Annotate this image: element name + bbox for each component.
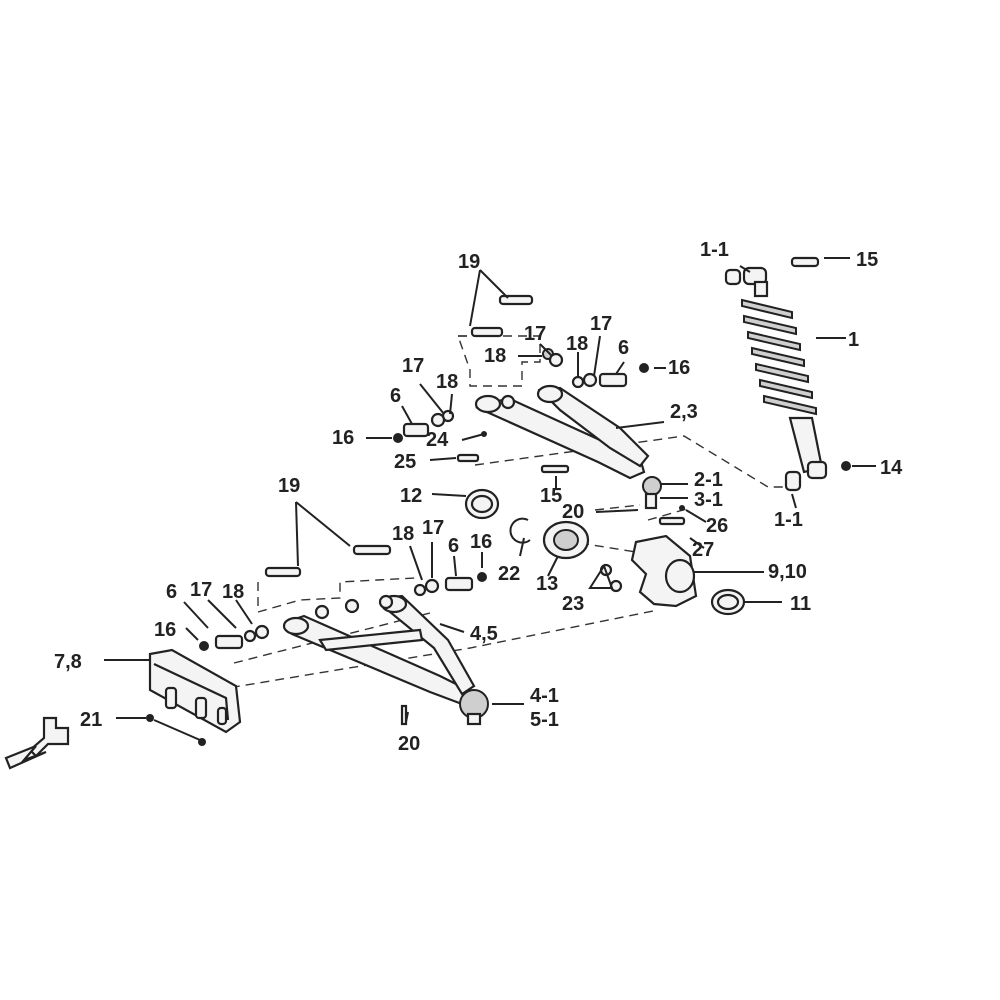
label-7-8: 7,8: [54, 651, 82, 673]
label-4-1: 4-1: [530, 685, 559, 707]
label-16-lower-r: 16: [470, 531, 492, 553]
label-23: 23: [562, 593, 584, 615]
label-21: 21: [80, 709, 102, 731]
steering-knuckle: [464, 488, 746, 616]
label-16-lower-l: 16: [154, 619, 176, 641]
label-17-lower-l: 17: [190, 579, 212, 601]
label-1: 1: [848, 329, 859, 351]
upper-a-arm: [474, 384, 662, 510]
label-1-1-top: 1-1: [700, 239, 729, 261]
label-17-upper-r: 17: [524, 323, 546, 345]
label-1-1-bottom: 1-1: [774, 509, 803, 531]
label-18-upper-l: 18: [436, 371, 458, 393]
label-27: 27: [692, 539, 714, 561]
label-19-top: 19: [458, 251, 480, 273]
label-22: 22: [498, 563, 520, 585]
label-11: 11: [790, 593, 811, 615]
label-3-1: 3-1: [694, 489, 723, 511]
label-17-lower-r: 17: [422, 517, 444, 539]
label-4-5: 4,5: [470, 623, 498, 645]
label-18-lower-l: 18: [222, 581, 244, 603]
label-18-lower-r: 18: [392, 523, 414, 545]
leader-lines: [104, 257, 876, 723]
label-6-lower-r: 6: [448, 535, 459, 557]
label-9-10: 9,10: [768, 561, 807, 583]
shock-absorber: [724, 266, 828, 492]
label-17-upper-rr: 17: [590, 313, 612, 335]
part-labels: 19 17 18 18 17 6 16 17 18 6 16 24 25 2,3…: [54, 239, 903, 755]
label-16-upper-r: 16: [668, 357, 690, 379]
shock-spring: [741, 298, 817, 416]
label-20-bottom: 20: [398, 733, 420, 755]
label-2-1: 2-1: [694, 469, 723, 491]
label-15-top: 15: [856, 249, 878, 271]
skid-guard-plate: [146, 648, 242, 746]
label-18-upper-r: 18: [484, 345, 506, 367]
label-18-upper-rr: 18: [566, 333, 588, 355]
label-25: 25: [394, 451, 416, 473]
label-2-3: 2,3: [670, 401, 698, 423]
label-15-mid: 15: [540, 485, 562, 507]
assembly-dashed-lines: [215, 335, 788, 691]
front-direction-icon: [4, 716, 70, 770]
label-24: 24: [426, 429, 449, 451]
label-5-1: 5-1: [530, 709, 559, 731]
label-13: 13: [536, 573, 558, 595]
label-6-lower-l: 6: [166, 581, 177, 603]
label-12: 12: [400, 485, 422, 507]
label-6-upper-l: 6: [390, 385, 401, 407]
lower-a-arm: [282, 594, 489, 726]
lower-hardware: [199, 544, 487, 726]
label-19-lower: 19: [278, 475, 300, 497]
label-20-mid: 20: [562, 501, 584, 523]
label-17-upper-l: 17: [402, 355, 424, 377]
label-16-upper-l: 16: [332, 427, 354, 449]
label-6-upper-r: 6: [618, 337, 629, 359]
label-26: 26: [706, 515, 728, 537]
label-14: 14: [880, 457, 903, 479]
